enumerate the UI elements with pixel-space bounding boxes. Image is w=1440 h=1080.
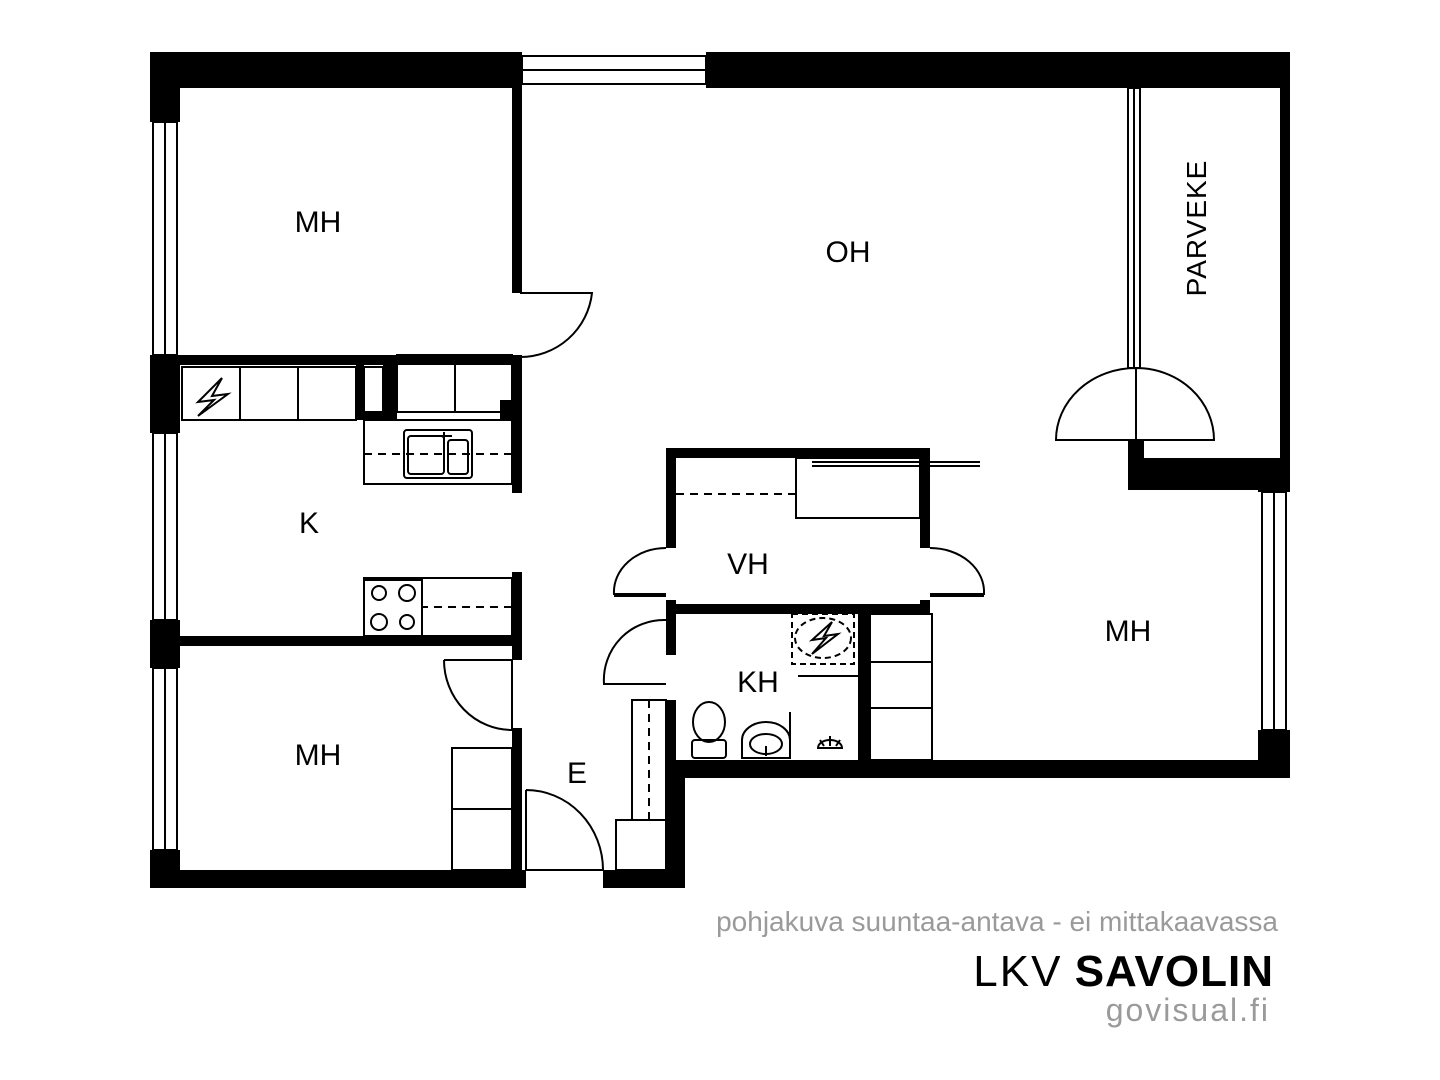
room-label-bedroom-right: MH: [1105, 615, 1152, 648]
shower-icon: [816, 736, 844, 749]
interior-walls: [180, 88, 930, 873]
washbasin-icon: [741, 712, 791, 759]
wardrobes-kitchen-top: [181, 354, 513, 485]
electric-bolt-icon: [195, 377, 232, 417]
storage-bench: [676, 457, 980, 519]
room-label-hall: E: [567, 757, 587, 790]
sauna-stove-icon: [791, 613, 855, 665]
wardrobe-right: [869, 613, 933, 761]
brand-bold: SAVOLIN: [1074, 947, 1274, 996]
door-swings: [443, 292, 1216, 871]
stove-icon: [363, 579, 423, 637]
windows: [152, 55, 1287, 851]
room-label-bathroom: KH: [737, 666, 779, 699]
room-label-balcony: PARVEKE: [1181, 160, 1212, 297]
scale-disclaimer: pohjakuva suuntaa-antava - ei mittakaava…: [716, 906, 1278, 937]
brand-logo: LKV SAVOLIN: [973, 946, 1274, 998]
room-label-kitchen: K: [299, 507, 319, 540]
wardrobe-bottom: [451, 747, 513, 871]
room-label-storage: VH: [727, 548, 769, 581]
toilet-icon: [691, 701, 727, 759]
room-label-living-room: OH: [826, 236, 871, 269]
room-label-bedroom-bottom: MH: [295, 739, 342, 772]
room-label-bedroom-top: MH: [295, 206, 342, 239]
hall-closet: [615, 699, 667, 871]
site-url: govisual.fi: [1105, 992, 1270, 1028]
brand-light: LKV: [973, 947, 1063, 996]
sink-icon: [403, 429, 473, 479]
outer-walls: [150, 52, 1290, 888]
